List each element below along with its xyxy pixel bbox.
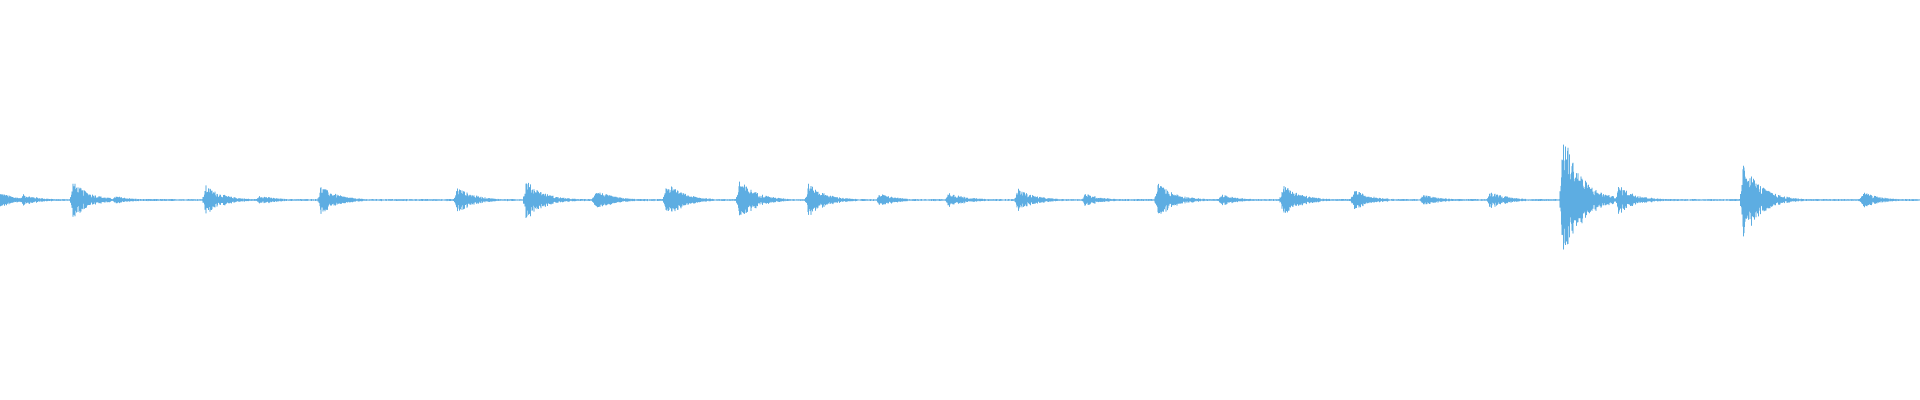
waveform-signal xyxy=(0,144,1920,250)
